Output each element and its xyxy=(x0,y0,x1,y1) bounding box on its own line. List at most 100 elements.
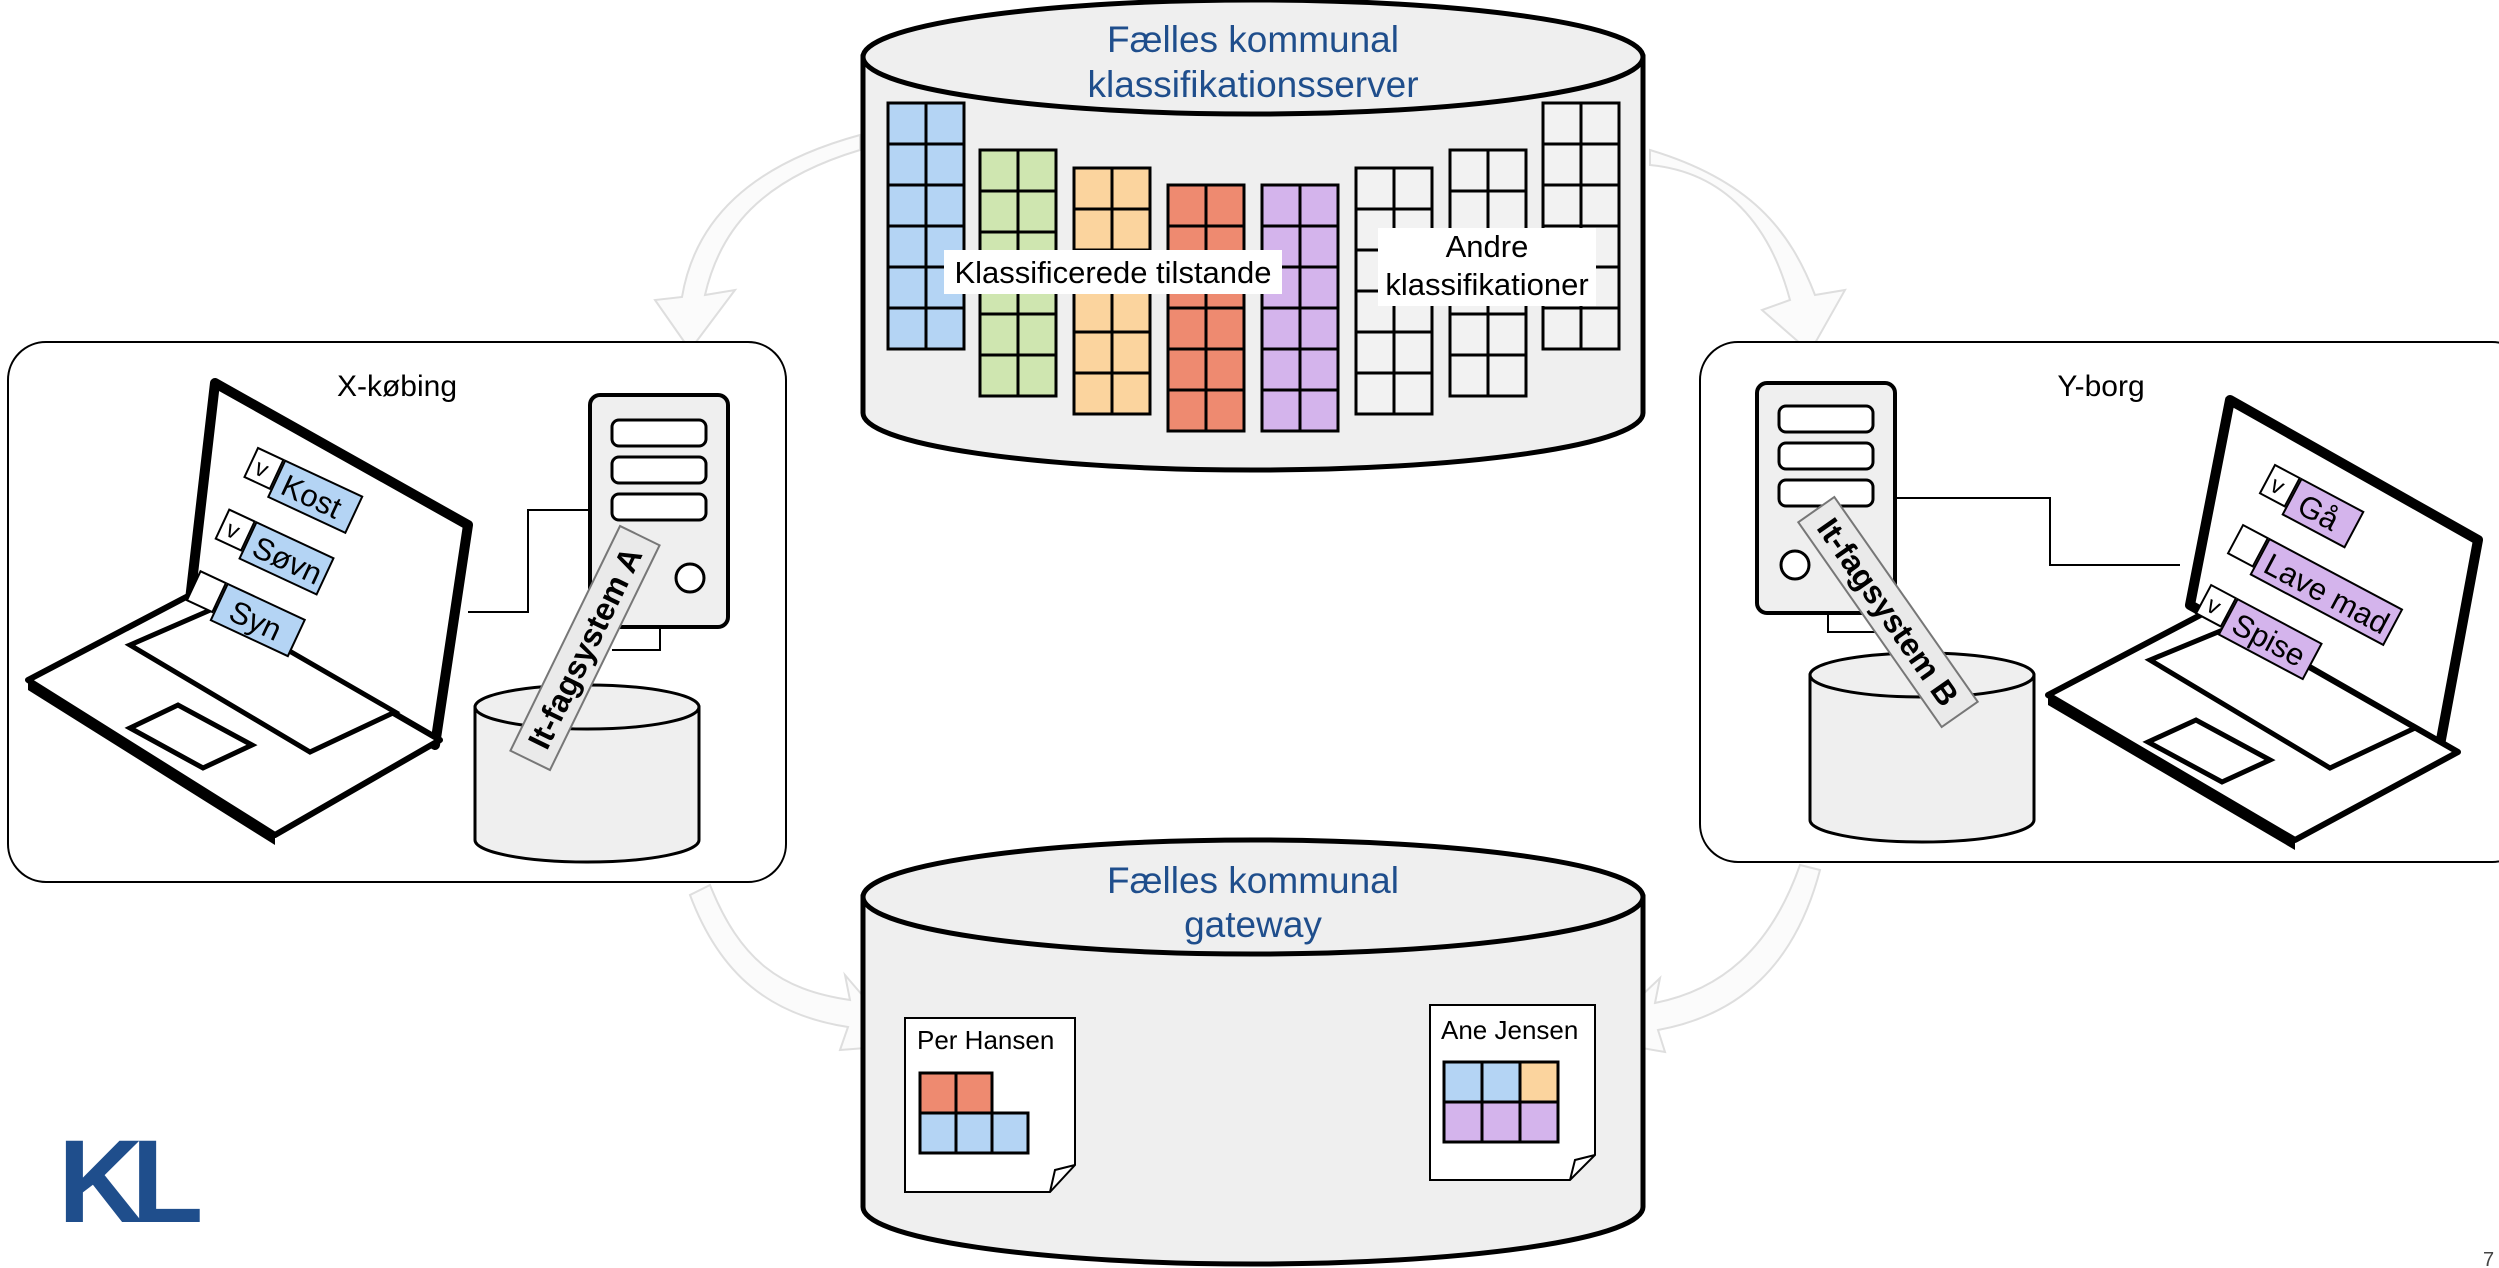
server-x-power-button xyxy=(674,562,706,594)
tag-kost xyxy=(266,459,364,535)
kl-logo-text: KL xyxy=(58,1116,200,1248)
citizen-card-per-hansen: Per Hansen xyxy=(904,1017,1076,1193)
municipality-y-title: Y-borg xyxy=(2057,370,2144,403)
classification-cell xyxy=(1166,347,1208,392)
classification-cell xyxy=(1072,371,1114,416)
connector-x-server-db xyxy=(612,628,661,651)
tag-lave-mad xyxy=(2249,537,2404,647)
classification-cell xyxy=(1260,388,1302,433)
classification-cell xyxy=(978,353,1020,398)
classification-column-8 xyxy=(1541,101,1621,351)
server-x-slot-2 xyxy=(610,455,708,485)
classification-cell xyxy=(1204,183,1246,228)
classification-cell xyxy=(886,265,928,310)
classification-cell xyxy=(1392,166,1434,211)
classification-cell xyxy=(886,224,928,269)
server-y-slot-2 xyxy=(1777,441,1875,471)
arrow-server-to-y xyxy=(1649,148,1847,354)
classification-cell xyxy=(1072,166,1114,211)
arrow-x-to-gateway xyxy=(688,883,908,1052)
classification-cell xyxy=(1541,306,1583,351)
municipality-y-panel: Y-borg v Gå xyxy=(1699,341,2499,863)
classification-cell xyxy=(1072,330,1114,375)
laptop-x-keyboard xyxy=(25,592,443,838)
connector-x-laptop-server xyxy=(468,509,590,613)
classification-cell xyxy=(1110,289,1152,334)
classification-cell xyxy=(1298,306,1340,351)
classification-cell xyxy=(1354,330,1396,375)
municipality-x-panel: X-købing v Kost v Søvn Syn xyxy=(7,341,787,883)
classification-cell xyxy=(1541,183,1583,228)
classification-column-4 xyxy=(1166,183,1246,433)
classification-cell xyxy=(886,101,928,146)
laptop-y-touchpad xyxy=(2142,717,2276,785)
checkbox-ga xyxy=(2258,463,2302,508)
server-title-line2: klassifikationsserver xyxy=(1087,64,1418,105)
classification-cell xyxy=(1204,347,1246,392)
classification-cell xyxy=(1486,148,1528,193)
server-x-slot-1 xyxy=(610,418,708,448)
classification-cell xyxy=(1016,312,1058,357)
laptop-x-touchpad xyxy=(124,702,258,771)
per-hansen-state-red-2 xyxy=(954,1071,994,1115)
classification-cell xyxy=(1166,388,1208,433)
tag-syn xyxy=(209,582,307,658)
classification-cell xyxy=(924,183,966,228)
label-other-line1: Andre xyxy=(1446,229,1529,264)
gateway-cylinder-top xyxy=(860,837,1646,957)
tag-spise xyxy=(2217,597,2323,681)
per-hansen-state-blue-1 xyxy=(918,1111,958,1155)
tag-ga xyxy=(2281,477,2365,549)
label-bg-other xyxy=(1378,228,1596,306)
server-x-slot-3 xyxy=(610,492,708,522)
ane-jensen-state-blue-1 xyxy=(1442,1060,1484,1104)
system-b-tag xyxy=(1796,495,1980,729)
municipality-x-title: X-købing xyxy=(337,370,457,403)
classification-cell xyxy=(1486,189,1528,234)
citizen-card-ane-jensen: Ane Jensen xyxy=(1429,1004,1596,1181)
ane-jensen-state-purple-1 xyxy=(1442,1100,1484,1144)
laptop-x-keys xyxy=(124,605,401,755)
classification-column-5 xyxy=(1260,183,1340,433)
classification-cell xyxy=(1110,166,1152,211)
per-hansen-state-red-1 xyxy=(918,1071,958,1115)
classification-cell xyxy=(924,142,966,187)
classification-cell xyxy=(978,148,1020,193)
classification-cell xyxy=(1260,183,1302,228)
card-per-hansen-name: Per Hansen xyxy=(917,1025,1054,1055)
checkbox-sovn xyxy=(214,508,256,552)
server-y-power-button xyxy=(1779,549,1811,581)
classification-column-6 xyxy=(1354,166,1434,416)
classification-cell xyxy=(1166,306,1208,351)
classification-cell xyxy=(1204,306,1246,351)
card-ane-jensen-name: Ane Jensen xyxy=(1441,1015,1578,1045)
classification-cell xyxy=(1579,306,1621,351)
classification-server: Fælles kommunal klassifikationsserver Kl… xyxy=(860,0,1646,473)
ane-jensen-state-purple-2 xyxy=(1480,1100,1522,1144)
classification-cell xyxy=(924,306,966,351)
classification-cell xyxy=(1448,189,1490,234)
classification-cell xyxy=(1260,306,1302,351)
per-hansen-state-blue-3 xyxy=(990,1111,1030,1155)
classification-cell xyxy=(1354,371,1396,416)
laptop-x-keyboard-edge xyxy=(28,680,275,845)
classification-cell xyxy=(886,142,928,187)
classification-cell xyxy=(1298,183,1340,228)
label-other-line2: klassifikationer xyxy=(1385,267,1588,302)
ane-jensen-state-purple-3 xyxy=(1518,1100,1560,1144)
server-cylinder-top xyxy=(860,0,1646,117)
classification-cell xyxy=(1016,148,1058,193)
classification-cell xyxy=(1486,353,1528,398)
classification-cell xyxy=(1166,183,1208,228)
classification-cell xyxy=(1260,347,1302,392)
card-per-hansen-fold xyxy=(1049,1164,1076,1193)
classification-cell xyxy=(1016,189,1058,234)
laptop-y: v Gå Lave mad v Spise xyxy=(2045,395,2483,850)
classification-cell xyxy=(1579,183,1621,228)
classification-cell xyxy=(1392,371,1434,416)
classification-cell xyxy=(1110,207,1152,252)
classification-cell xyxy=(1072,289,1114,334)
classification-cell xyxy=(1298,388,1340,433)
classification-cell xyxy=(1072,207,1114,252)
